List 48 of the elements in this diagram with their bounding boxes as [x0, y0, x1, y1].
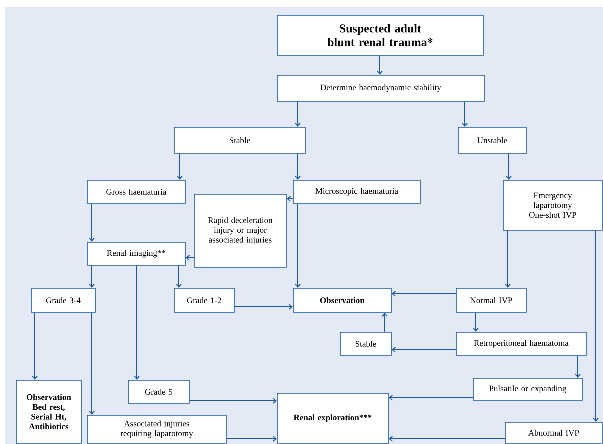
process-box: Gross haematuria: [87, 180, 186, 204]
process-box: Unstable: [458, 127, 527, 154]
arrow: [388, 436, 506, 442]
arrow: [388, 395, 474, 401]
arrow: [295, 101, 301, 127]
process-box: Rapid deceleration injury or major associated injuries: [194, 194, 287, 268]
arrow: [177, 153, 183, 180]
arrow: [392, 291, 456, 297]
arrow: [176, 265, 182, 288]
arrow: [286, 196, 294, 202]
arrow: [377, 55, 383, 75]
arrow: [575, 355, 581, 378]
process-box: Observation Bed rest, Serial Ht, Antibiotics: [16, 380, 82, 444]
process-box: Renal imaging**: [87, 242, 186, 266]
process-box: Associated injuries requiring laparotomy: [87, 415, 227, 444]
arrow: [89, 265, 95, 288]
process-box: Stable: [174, 127, 306, 154]
process-box: Renal exploration***: [277, 393, 389, 444]
process-box: Grade 3-4: [31, 288, 96, 313]
process-box: Retroperitoneal haematoma: [456, 332, 587, 356]
process-box: Normal IVP: [456, 288, 527, 313]
arrow: [295, 203, 301, 288]
arrow: [473, 312, 479, 332]
arrow: [505, 230, 511, 288]
arrow: [382, 312, 388, 332]
process-box: Emergency laparotomy One-shot IVP: [503, 180, 603, 231]
arrow: [226, 436, 277, 442]
arrow: [32, 312, 38, 380]
arrow: [392, 347, 456, 353]
arrow: [506, 153, 512, 180]
process-box: Grade 1-2: [174, 288, 235, 313]
process-box: Pulsatile or expanding: [473, 378, 583, 401]
process-box: Determine haemodynamic stability: [277, 75, 485, 102]
arrow: [462, 101, 468, 127]
arrow: [593, 230, 599, 422]
arrow: [89, 203, 95, 242]
process-box: Microscopic haematuria: [293, 180, 421, 204]
arrow: [186, 255, 194, 261]
process-box: Stable: [340, 332, 392, 356]
arrow: [134, 265, 140, 380]
process-box: Observation: [293, 288, 392, 313]
process-box: Grade 5: [128, 380, 190, 404]
arrow: [234, 304, 293, 310]
arrow: [189, 398, 277, 404]
process-box: Suspected adult blunt renal trauma*: [277, 15, 484, 56]
arrow: [295, 153, 301, 180]
arrow: [89, 312, 95, 415]
process-box: Abnormal IVP: [505, 422, 603, 444]
